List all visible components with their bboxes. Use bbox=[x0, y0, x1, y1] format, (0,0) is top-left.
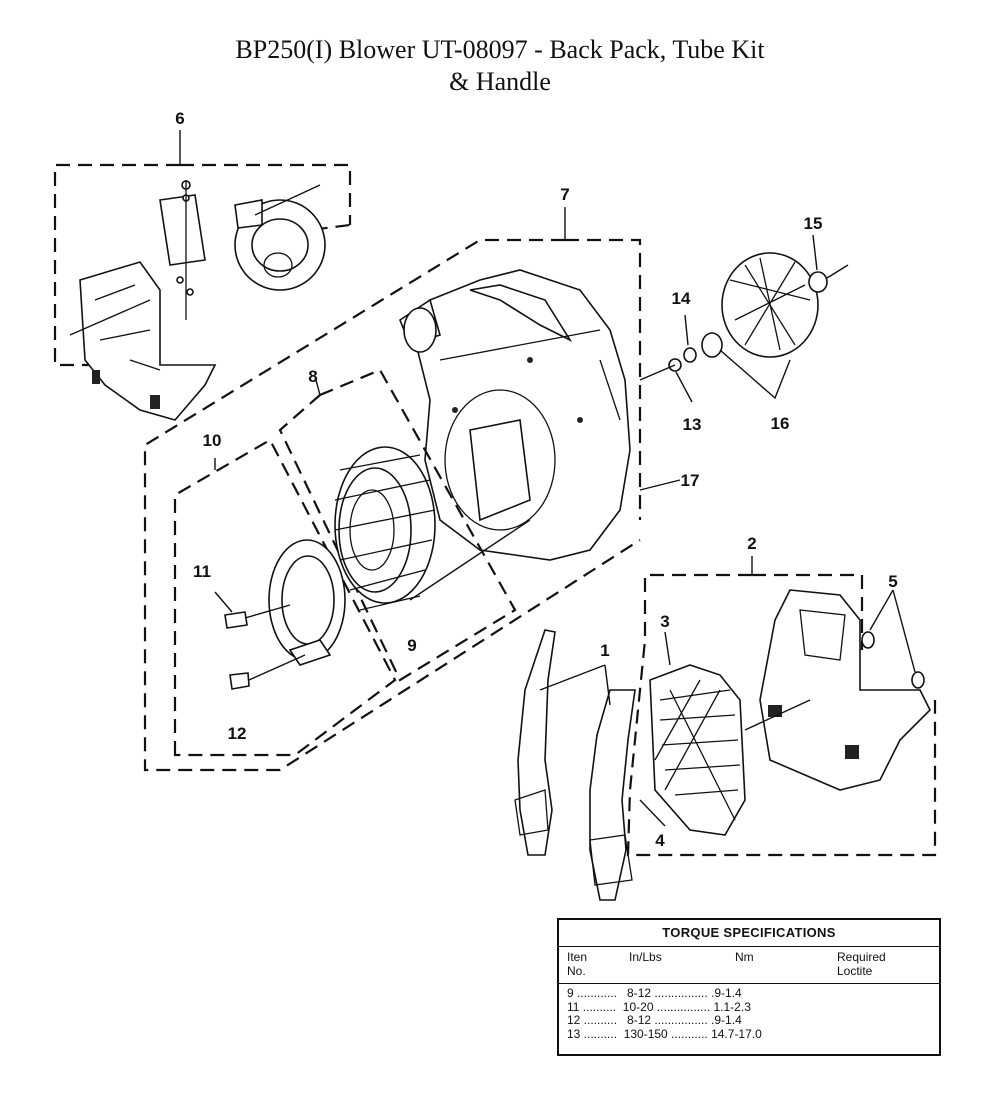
group-8-outline bbox=[278, 368, 517, 682]
starter-plate-drawing bbox=[214, 539, 346, 690]
callout-17: 17 bbox=[681, 471, 700, 490]
callout-4: 4 bbox=[655, 831, 665, 850]
callout-9: 9 bbox=[407, 636, 416, 655]
col-loctite-label-1: Required bbox=[837, 950, 886, 964]
col-loctite-label-2: Loctite bbox=[837, 964, 873, 978]
handle-assembly-drawing bbox=[69, 180, 326, 421]
col-inlbs-label: In/Lbs bbox=[629, 950, 662, 964]
leader-8 bbox=[315, 379, 321, 396]
callout-14: 14 bbox=[672, 289, 691, 308]
backpack-frame-drawing bbox=[639, 589, 931, 836]
torque-row: 11 .......... 10-20 ................ 1.1… bbox=[567, 999, 751, 1014]
torque-table-rows: 9 ............ 8-12 ................ .9-… bbox=[559, 984, 939, 1041]
blower-housing-drawing bbox=[399, 269, 631, 561]
callout-12: 12 bbox=[228, 724, 247, 743]
torque-row: 13 .......... 130-150 ........... 14.7-1… bbox=[567, 1026, 762, 1041]
fan-impeller-drawing bbox=[639, 234, 849, 491]
callout-2: 2 bbox=[747, 534, 756, 553]
torque-row: 9 ............ 8-12 ................ .9-… bbox=[567, 986, 742, 1000]
flywheel-drawing bbox=[334, 446, 531, 611]
col-nm-label: Nm bbox=[735, 950, 754, 964]
group-7-outline bbox=[143, 238, 642, 772]
shoulder-straps-drawing bbox=[514, 629, 636, 901]
torque-row: 12 .......... 8-12 ................ .9-1… bbox=[567, 1013, 742, 1027]
callout-3: 3 bbox=[660, 612, 669, 631]
callout-6: 6 bbox=[175, 109, 184, 128]
callout-11: 11 bbox=[193, 562, 211, 581]
group-2-outline bbox=[626, 573, 937, 857]
col-item-label-1: Iten bbox=[567, 950, 588, 964]
torque-table-heading: TORQUE SPECIFICATIONS bbox=[559, 920, 939, 947]
col-item-label-2: No. bbox=[567, 964, 586, 978]
diagram-title-line-1: BP250(I) Blower UT-08097 - Back Pack, Tu… bbox=[235, 35, 765, 64]
diagram-title-line-2: & Handle bbox=[449, 67, 551, 96]
callout-10: 10 bbox=[203, 431, 222, 450]
callout-16: 16 bbox=[771, 414, 790, 433]
callout-8: 8 bbox=[308, 367, 317, 386]
callout-7: 7 bbox=[560, 185, 569, 204]
callout-15: 15 bbox=[804, 214, 823, 233]
torque-specifications-table: TORQUE SPECIFICATIONS Iten No. In/Lbs Nm… bbox=[557, 918, 941, 1056]
callout-5: 5 bbox=[888, 572, 897, 591]
callout-1: 1 bbox=[600, 641, 609, 660]
torque-table-header-row: Iten No. In/Lbs Nm Required Loctite bbox=[559, 947, 939, 984]
callout-13: 13 bbox=[683, 415, 702, 434]
